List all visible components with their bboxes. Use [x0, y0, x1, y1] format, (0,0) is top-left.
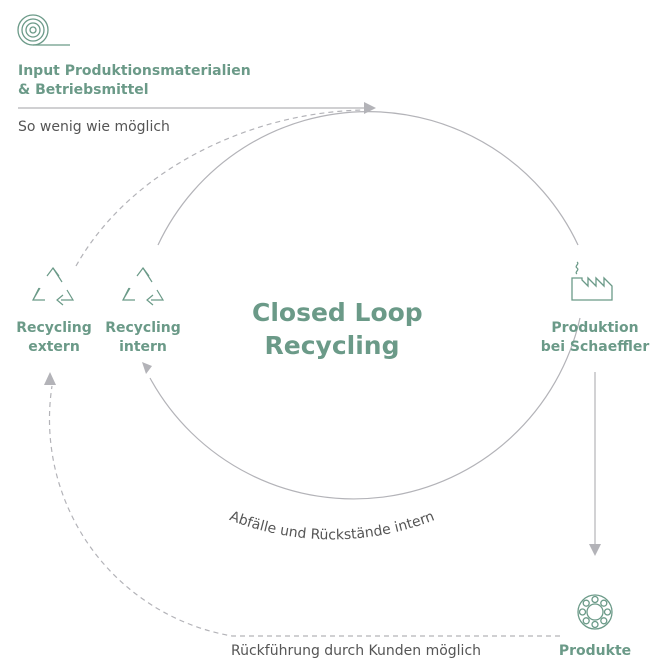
recycling-extern-label-line2: extern [28, 339, 80, 355]
recycling-intern-label-line2: intern [119, 339, 167, 355]
production-label-line2: bei Schaeffler [540, 339, 650, 355]
recycle-icon-extern [32, 267, 75, 306]
input-arrowhead [364, 102, 376, 114]
return-arrowhead [44, 372, 56, 385]
recycling-intern-label-line1: Recycling [105, 320, 181, 336]
diagram-title-line2: Recycling [264, 331, 400, 360]
arc-label: Abfälle und Rückstände intern [227, 508, 436, 543]
return-dashed-line [48, 385, 560, 637]
bearing-icon [577, 594, 613, 630]
loop-arrowhead [142, 362, 152, 374]
input-label-line1: Input Produktionsmaterialien [18, 63, 251, 79]
loop-arc-top [157, 111, 579, 246]
return-note: Rückführung durch Kunden möglich [231, 643, 482, 659]
loop-arc-bottom [149, 317, 581, 500]
input-note: So wenig wie möglich [18, 119, 170, 135]
products-label: Produkte [558, 643, 632, 659]
input-label-line2: & Betriebsmittel [18, 82, 149, 98]
diagram-title-line1: Closed Loop [252, 298, 423, 327]
recycle-icon-intern [122, 267, 165, 306]
products-arrowhead [589, 544, 601, 556]
roll-icon [17, 14, 70, 46]
recycling-extern-label-line1: Recycling [16, 320, 92, 336]
production-label-line1: Produktion [551, 320, 639, 336]
factory-icon [571, 261, 613, 301]
